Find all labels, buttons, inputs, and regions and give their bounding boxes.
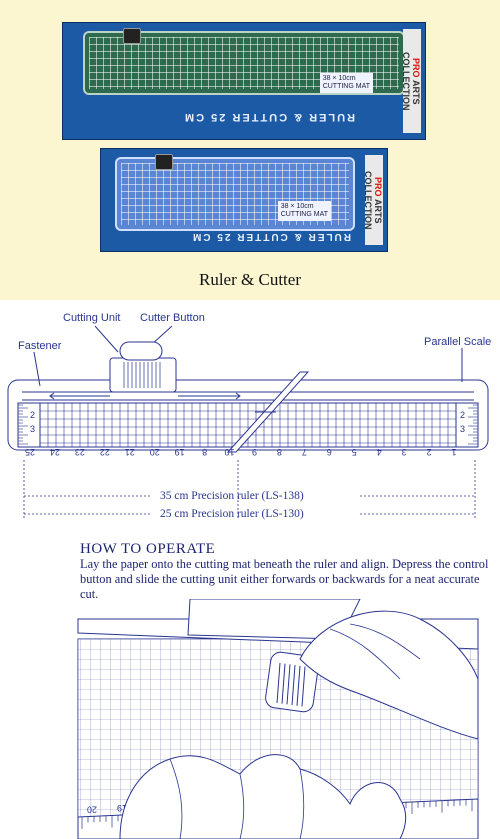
scale-number: 22	[100, 447, 110, 457]
package-print-text: RULER & CUTTER 25 CM	[183, 111, 356, 123]
ruler-35cm-label: 35 cm Precision ruler (LS-138)	[160, 490, 304, 502]
howto-illustration: 20191817161514	[77, 599, 479, 839]
scale-number: 20	[150, 447, 160, 457]
howto-title: HOW TO OPERATE	[80, 541, 216, 557]
scale-number: 21	[125, 447, 135, 457]
howto-text: Lay the paper onto the cutting mat benea…	[80, 557, 489, 601]
label-fastener: Fastener	[18, 340, 62, 352]
cutting-mat-green: 38 × 10cm CUTTING MAT	[83, 31, 405, 95]
ruler-25cm-label: 25 cm Precision ruler (LS-130)	[160, 508, 304, 520]
package-small: 38 × 10cm CUTTING MAT PRO ARTS COLLECTIO…	[100, 148, 388, 252]
scale-number: 7	[302, 447, 307, 457]
scale-number: 23	[75, 447, 85, 457]
side-number: 2	[460, 410, 465, 420]
mat-tag: 38 × 10cm CUTTING MAT	[277, 201, 331, 221]
package-large: 38 × 10cm CUTTING MAT PRO ARTS COLLECTIO…	[62, 22, 426, 140]
side-number: 3	[460, 424, 465, 434]
cutter-button-photo	[123, 28, 141, 44]
package-print-text: RULER & CUTTER 25 CM	[191, 231, 352, 242]
cutter-button-photo	[155, 154, 173, 170]
side-number: 2	[30, 410, 35, 420]
brand-strip: PRO ARTS COLLECTION	[363, 155, 383, 245]
side-number: 3	[30, 424, 35, 434]
scale-number: 25	[25, 447, 35, 457]
mat-scale-number: 19	[117, 803, 127, 813]
scale-number: 1	[451, 447, 456, 457]
mat-scale-number: 20	[87, 804, 97, 814]
scale-number: 8	[202, 447, 207, 457]
product-photo-area: 38 × 10cm CUTTING MAT PRO ARTS COLLECTIO…	[0, 0, 500, 300]
scale-number: 10	[225, 447, 235, 457]
scale-number: 5	[352, 447, 357, 457]
brand-strip: PRO ARTS COLLECTION	[401, 29, 421, 133]
label-parallel-scale: Parallel Scale	[424, 336, 492, 348]
label-cutter-button: Cutter Button	[140, 312, 205, 324]
scale-number: 19	[175, 447, 185, 457]
cutting-mat-blue: 38 × 10cm CUTTING MAT	[115, 157, 355, 231]
scale-number: 8	[277, 447, 282, 457]
scale-number: 6	[327, 447, 332, 457]
scale-number: 9	[252, 447, 257, 457]
scale-number: 24	[50, 447, 60, 457]
product-caption: Ruler & Cutter	[199, 270, 301, 289]
mat-tag: 38 × 10cm CUTTING MAT	[319, 73, 373, 93]
label-cutting-unit: Cutting Unit	[63, 312, 121, 324]
scale-number: 2	[427, 447, 432, 457]
scale-number: 4	[377, 447, 382, 457]
scale-number: 3	[402, 447, 407, 457]
